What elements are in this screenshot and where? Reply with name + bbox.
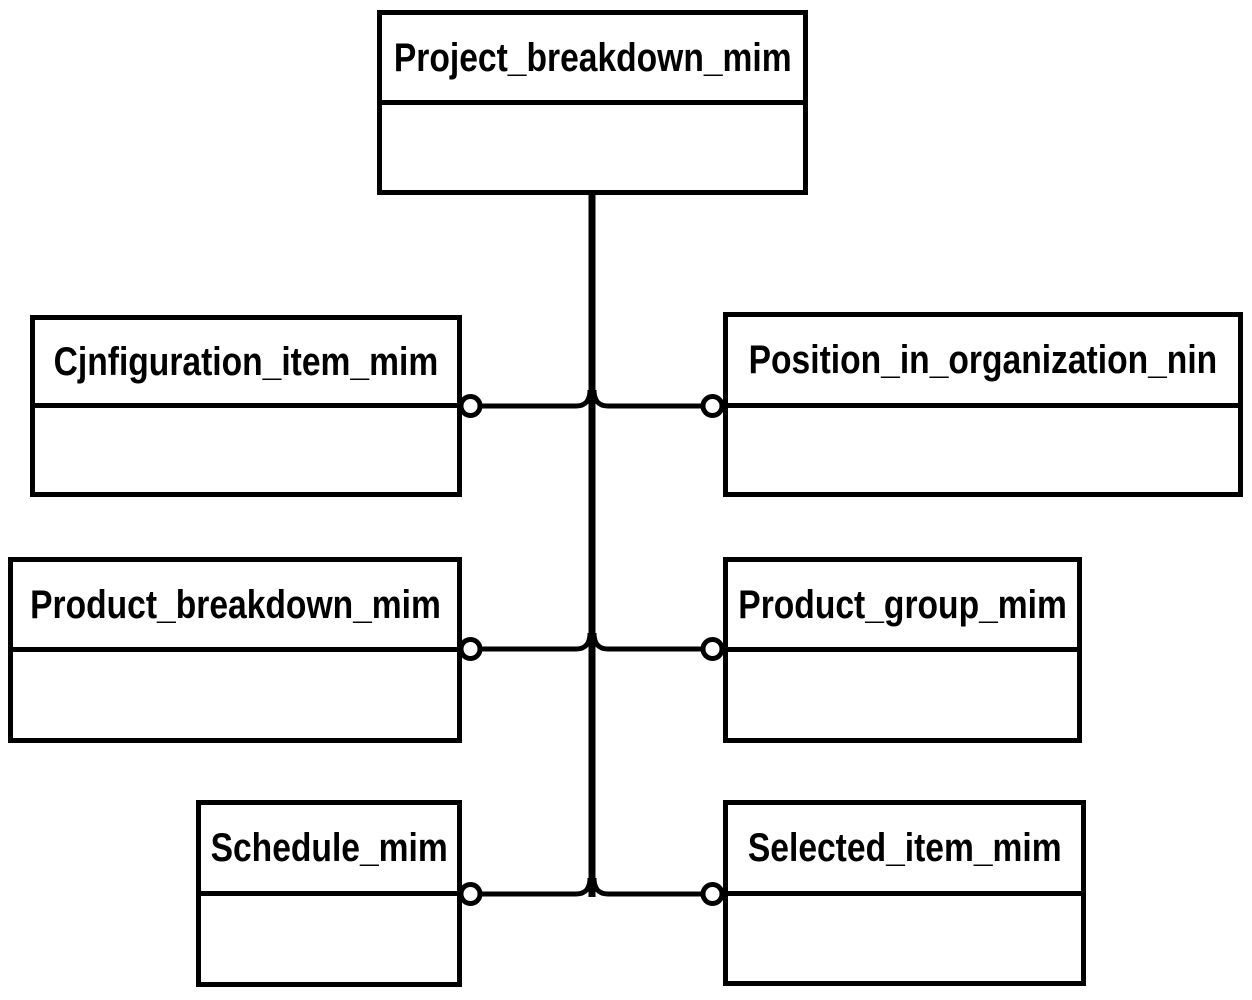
open-circle-connector [458,882,483,906]
entity-box-position-in-organization-nin[interactable]: Position_in_organization_nin [723,312,1243,497]
entity-body-compartment [201,896,457,982]
branch-right-position [591,389,701,409]
open-circle-connector [458,637,483,661]
open-circle-connector [700,882,725,906]
entity-title: Project_breakdown_mim [393,35,792,80]
entity-box-cjnfiguration-item-mim[interactable]: Cjnfiguration_item_mim [30,315,462,497]
entity-box-schedule-mim[interactable]: Schedule_mim [196,800,462,987]
entity-body-compartment [728,652,1077,738]
open-circle-connector [700,637,725,661]
entity-title-compartment: Product_breakdown_mim [13,562,457,652]
entity-box-product-group-mim[interactable]: Product_group_mim [723,557,1082,743]
entity-title: Cjnfiguration_item_mim [53,339,439,384]
entity-body-compartment [382,105,803,190]
entity-title-compartment: Position_in_organization_nin [728,317,1238,408]
branch-left-configuration [482,389,593,409]
entity-title-compartment: Schedule_mim [201,805,457,896]
entity-title: Schedule_mim [210,826,448,870]
entity-title: Position_in_organization_nin [748,338,1218,382]
open-circle-connector [458,394,483,418]
branch-left-product-breakdown [482,632,593,652]
entity-box-product-breakdown-mim[interactable]: Product_breakdown_mim [8,557,462,743]
branch-right-selected-item [591,877,701,897]
branch-left-schedule [482,877,593,897]
entity-title-compartment: Project_breakdown_mim [382,15,803,105]
entity-title-compartment: Cjnfiguration_item_mim [35,320,457,408]
entity-title-compartment: Product_group_mim [728,562,1077,652]
entity-body-compartment [728,408,1238,492]
entity-body-compartment [35,408,457,492]
entity-box-project-breakdown-mim[interactable]: Project_breakdown_mim [377,10,808,195]
entity-title: Product_group_mim [738,582,1067,627]
entity-title: Selected_item_mim [747,826,1062,870]
open-circle-connector [700,394,725,418]
branch-right-product-group [591,632,701,652]
entity-body-compartment [13,652,457,738]
entity-body-compartment [728,896,1081,981]
entity-box-selected-item-mim[interactable]: Selected_item_mim [723,800,1086,986]
entity-title-compartment: Selected_item_mim [728,805,1081,896]
entity-title: Product_breakdown_mim [29,582,441,627]
